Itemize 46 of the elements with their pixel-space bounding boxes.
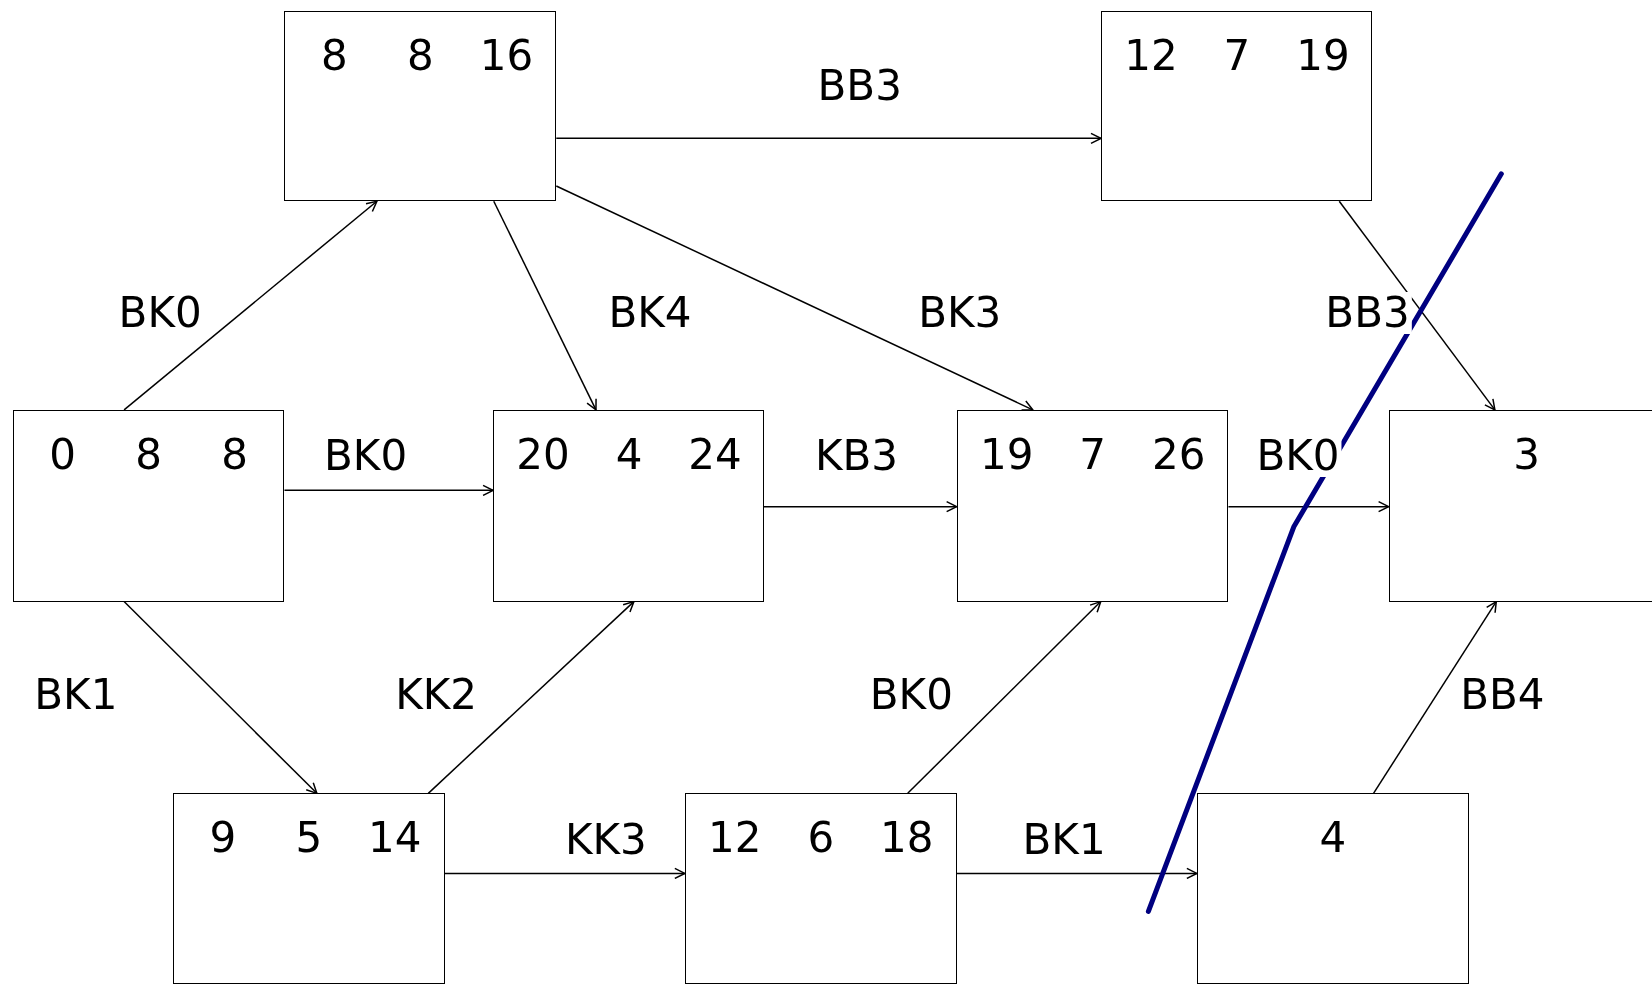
node-value: 26 bbox=[1150, 428, 1207, 481]
arrow bbox=[123, 600, 318, 795]
arrow bbox=[555, 185, 1034, 411]
arrow bbox=[555, 132, 1102, 145]
arrow bbox=[123, 200, 378, 411]
arrow bbox=[493, 200, 597, 411]
node-value: 6 bbox=[806, 812, 836, 865]
node-value: 8 bbox=[320, 29, 349, 82]
activity-box bbox=[956, 409, 1229, 602]
activity-box bbox=[172, 793, 445, 984]
activity-box bbox=[12, 409, 285, 602]
node-value: 12 bbox=[707, 812, 763, 865]
node-value: 20 bbox=[515, 428, 571, 481]
node-value: 5 bbox=[294, 812, 324, 865]
activity-box bbox=[1388, 409, 1652, 602]
arrow bbox=[283, 484, 494, 497]
activity-box bbox=[493, 409, 764, 602]
node-value: 19 bbox=[1295, 29, 1351, 82]
activity-box bbox=[684, 793, 957, 984]
node-value: 14 bbox=[367, 812, 423, 865]
node-value: 18 bbox=[879, 812, 935, 865]
node-value: 7 bbox=[1078, 428, 1107, 481]
arrow bbox=[443, 867, 686, 880]
arrow bbox=[1338, 200, 1496, 411]
node-value: 4 bbox=[1318, 812, 1348, 865]
arrow bbox=[1372, 600, 1497, 795]
node-value: 8 bbox=[406, 29, 435, 82]
arrow bbox=[763, 500, 958, 513]
arrow bbox=[906, 600, 1102, 795]
node-value: 8 bbox=[134, 428, 163, 481]
node-value: 0 bbox=[48, 428, 77, 481]
node-value: 24 bbox=[687, 428, 743, 481]
node-value: 4 bbox=[614, 428, 644, 481]
activity-box bbox=[284, 10, 557, 202]
activity-box bbox=[1100, 10, 1372, 202]
node-value: 12 bbox=[1123, 29, 1179, 82]
node-value: 16 bbox=[478, 29, 535, 82]
node-value: 9 bbox=[208, 812, 238, 865]
arrow bbox=[427, 600, 635, 795]
node-value: 7 bbox=[1222, 29, 1252, 82]
node-value: 3 bbox=[1512, 428, 1541, 481]
activity-box bbox=[1196, 793, 1469, 984]
node-value: 8 bbox=[220, 428, 249, 481]
arrow bbox=[1227, 500, 1390, 513]
arrow bbox=[955, 867, 1198, 880]
node-value: 19 bbox=[978, 428, 1035, 481]
